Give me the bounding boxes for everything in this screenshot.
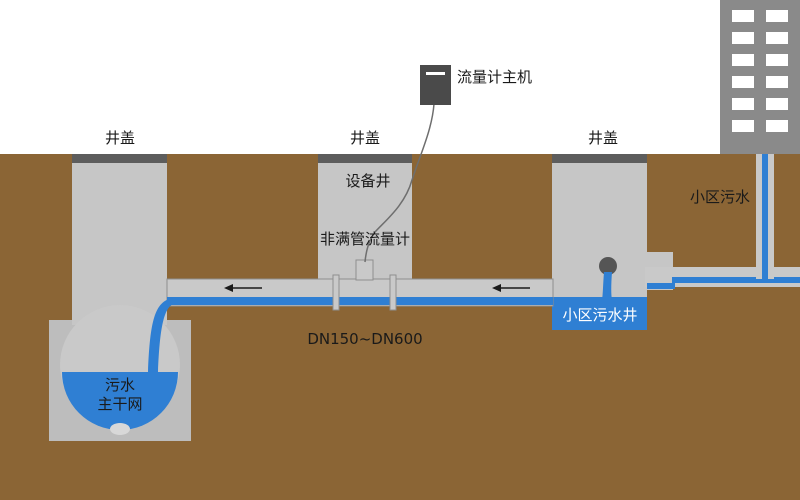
flowmeter-host-icon [420,65,451,105]
device-well-label: 设备井 [345,172,390,190]
main-pipe-water [62,372,178,430]
community-well-label: 小区污水井 [562,306,637,324]
inlet-water [672,277,800,283]
sky [0,0,800,154]
inlet-pipe-mouth [599,257,617,275]
outflow-water [148,298,176,372]
signal-cable [364,103,435,263]
arrow-left-icon [492,284,530,292]
arrow-left-icon [224,284,262,292]
left-shaft [72,160,167,325]
pipe-size-label: DN150~DN600 [307,330,422,348]
inlet-drop-water [602,272,612,300]
pipe-flange-right [389,274,397,311]
building-icon [720,0,800,154]
host-label: 流量计主机 [457,68,532,86]
pipe-flange-left [332,274,340,311]
flowmeter-sensor [355,259,374,281]
community-sewage-label: 小区污水 [690,188,750,206]
building-drain-water [762,154,768,279]
flowmeter-label: 非满管流量计 [320,230,410,248]
manhole-cover-left [72,154,167,163]
main-pipe-bottom [110,423,130,435]
manhole-cover-middle [318,154,412,163]
main-network-label-1: 污水 [105,376,135,394]
manhole-cover-right [552,154,647,163]
inlet-water-step [647,283,675,289]
cover-middle-label: 井盖 [350,129,380,147]
cover-right-label: 井盖 [588,129,618,147]
community-well-water [552,297,647,330]
horizontal-pipe-water [167,297,553,305]
cover-left-label: 井盖 [105,129,135,147]
main-network-label-2: 主干网 [97,395,142,413]
